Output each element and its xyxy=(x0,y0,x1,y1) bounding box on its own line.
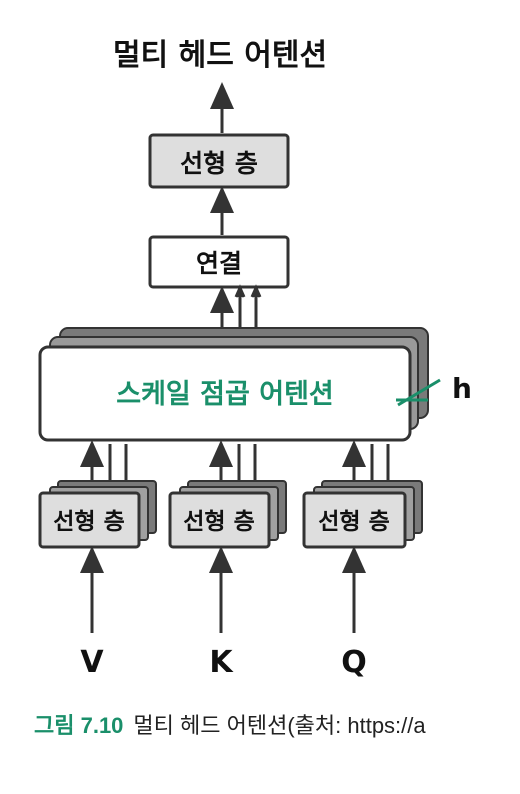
linear-layer-q-label: 선형 층 xyxy=(318,509,390,535)
input-k-label: K xyxy=(209,645,234,680)
figure-number: 그림 7.10 xyxy=(34,713,124,738)
figure-caption: 그림 7.10 멀티 헤드 어텐션(출처: https://a xyxy=(34,708,520,740)
arrows-attention-to-concat xyxy=(210,284,262,348)
diagram-title: 멀티 헤드 어텐션 xyxy=(113,38,327,73)
input-v-label: V xyxy=(80,645,104,680)
linear-layer-v-label: 선형 층 xyxy=(53,509,125,535)
top-linear-layer: 선형 층 xyxy=(148,133,290,189)
attention-stack: 스케일 점곱 어텐션 xyxy=(38,327,429,442)
multi-head-attention-diagram: 멀티 헤드 어텐션 선형 층 연결 스케일 점곱 어텐션 h xyxy=(38,38,472,680)
concat-box: 연결 xyxy=(148,235,290,289)
heads-marker: h xyxy=(396,372,472,407)
top-linear-label: 선형 층 xyxy=(180,149,258,178)
figure-caption-text: 멀티 헤드 어텐션(출처: https://a xyxy=(133,713,426,738)
attention-label: 스케일 점곱 어텐션 xyxy=(116,379,334,410)
input-q-label: Q xyxy=(341,645,367,680)
input-column-q: 선형 층 Q xyxy=(302,440,423,680)
linear-layer-k-label: 선형 층 xyxy=(183,509,255,535)
input-column-v: 선형 층 V xyxy=(38,440,157,680)
input-column-k: 선형 층 K xyxy=(168,440,287,680)
heads-label: h xyxy=(452,372,472,405)
concat-label: 연결 xyxy=(196,249,242,278)
